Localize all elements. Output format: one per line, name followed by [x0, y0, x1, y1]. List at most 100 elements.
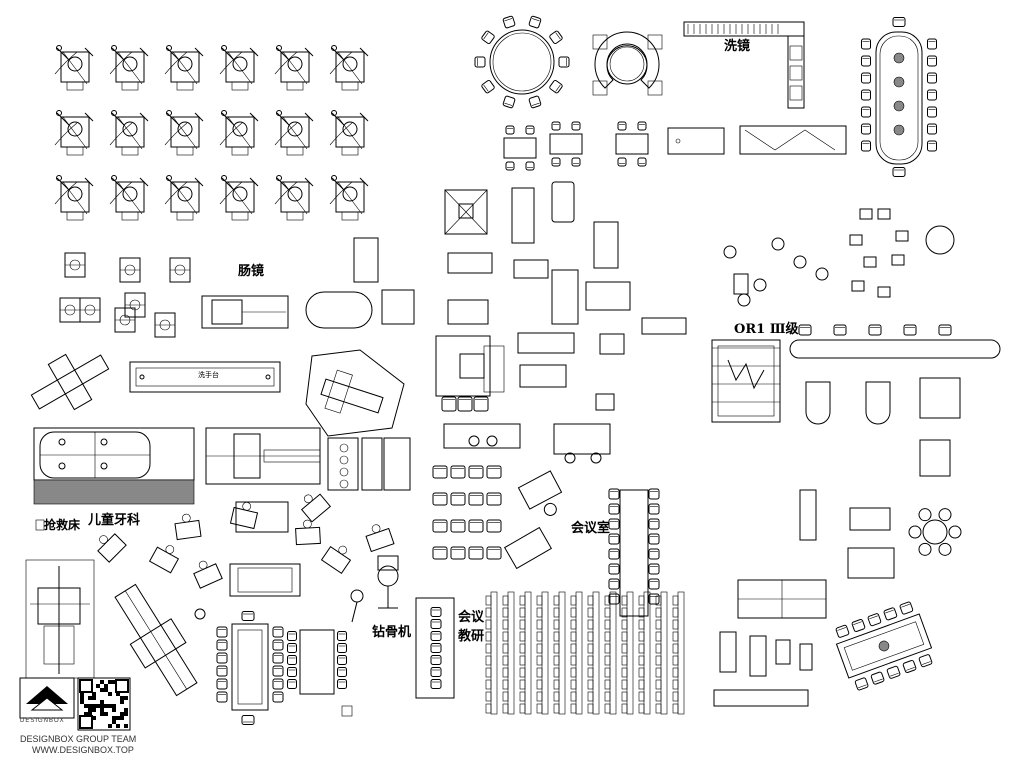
- long-tables-lower: [216, 611, 353, 725]
- round-table-10-seat: [474, 15, 570, 109]
- qr-module: [80, 700, 84, 704]
- qr-module: [84, 704, 88, 708]
- qr-module: [88, 704, 92, 708]
- dental-chairs-lower: [97, 493, 395, 597]
- label-or-level3: OR1 Ⅲ级: [734, 322, 799, 337]
- meeting-hall-grid: [713, 507, 895, 707]
- endoscope-and-counters: [30, 237, 415, 437]
- qr-module: [112, 708, 116, 712]
- qr-module: [108, 704, 112, 708]
- qr-module: [112, 704, 116, 708]
- lecture-hall-rows: [415, 591, 685, 715]
- qr-module: [116, 692, 120, 696]
- conference-table-angled: [835, 601, 933, 691]
- medical-device-block: [119, 257, 141, 283]
- qr-module: [100, 704, 104, 708]
- qr-module: [120, 696, 124, 700]
- operating-table: [25, 559, 206, 697]
- meeting-desk: [503, 526, 553, 570]
- rescue-bed-and-counter: [33, 427, 411, 531]
- round-tables: [474, 15, 663, 109]
- qr-finder: [79, 715, 93, 729]
- qr-module: [92, 692, 96, 696]
- label-gastroscope: 肠镜: [238, 264, 265, 279]
- wash-counter: [683, 21, 805, 109]
- medical-device-block: [114, 307, 136, 333]
- dental-unit-block: [329, 45, 369, 91]
- label-bone-drill: 钻骨机: [372, 625, 412, 640]
- qr-module: [100, 708, 104, 712]
- dental-unit-block: [329, 175, 369, 221]
- qr-module: [92, 704, 96, 708]
- meeting-desk: [517, 470, 563, 516]
- dental-unit-block: [109, 45, 149, 91]
- label-rescue-bed: 抢救床: [44, 518, 81, 532]
- qr-module: [104, 712, 108, 716]
- bone-drill: [350, 555, 399, 623]
- operating-room-block: [711, 324, 1001, 423]
- qr-module: [112, 716, 116, 720]
- label-washbasin: 洗手台: [198, 371, 219, 379]
- clinic-blocks: [723, 208, 962, 556]
- qr-module: [88, 696, 92, 700]
- brand-url: WWW.DESIGNBOX.TOP: [32, 745, 134, 755]
- qr-module: [100, 680, 104, 684]
- round-table-sofa: [592, 31, 663, 96]
- brand-name: DESIGNBOX GROUP TEAM: [20, 734, 137, 744]
- qr-module: [120, 712, 124, 716]
- label-wash-mirror: 洗镜: [724, 39, 751, 54]
- qr-module: [116, 716, 120, 720]
- qr-module: [124, 708, 128, 712]
- qr-module: [108, 724, 112, 728]
- qr-module: [80, 696, 84, 700]
- dental-unit-block: [329, 110, 369, 156]
- qr-module: [100, 712, 104, 716]
- qr-module: [88, 708, 92, 712]
- logo-mark-text: DESIGNBOX: [20, 718, 65, 724]
- meeting-chairs-grid: [432, 465, 660, 617]
- qr-module: [108, 692, 112, 696]
- qr-module: [104, 704, 108, 708]
- qr-finder: [79, 679, 93, 693]
- qr-module: [120, 716, 124, 720]
- medical-device-block: [79, 297, 101, 323]
- dental-unit-block: [219, 45, 259, 91]
- qr-module: [116, 724, 120, 728]
- qr-module: [100, 700, 104, 704]
- dental-unit-blocks: [54, 45, 369, 338]
- medical-device-block: [64, 252, 86, 278]
- qr-module: [100, 688, 104, 692]
- qr-module: [108, 680, 112, 684]
- label-meeting-room: 会议室: [571, 521, 611, 536]
- qr-module: [124, 712, 128, 716]
- dental-unit-block: [274, 110, 314, 156]
- label-meeting: 会议: [458, 610, 485, 625]
- medical-device-block: [59, 297, 81, 323]
- dental-unit-block: [274, 175, 314, 221]
- qr-module: [92, 708, 96, 712]
- dental-unit-block: [274, 45, 314, 91]
- qr-module: [88, 712, 92, 716]
- dental-unit-block: [219, 110, 259, 156]
- dental-unit-block: [54, 110, 94, 156]
- medical-device-block: [154, 312, 176, 338]
- designbox-logo-mark: [19, 677, 131, 731]
- qr-module: [96, 704, 100, 708]
- dental-unit-block: [219, 175, 259, 221]
- dental-unit-block: [54, 175, 94, 221]
- qr-module: [112, 680, 116, 684]
- qr-module: [104, 684, 108, 688]
- medical-device-block: [169, 257, 191, 283]
- label-child-dental: 儿童牙科: [88, 513, 141, 528]
- dental-unit-block: [109, 110, 149, 156]
- qr-module: [84, 712, 88, 716]
- qr-module: [124, 724, 128, 728]
- qr-module: [92, 716, 96, 720]
- qr-module: [120, 700, 124, 704]
- dental-unit-block: [164, 45, 204, 91]
- surgical-arm: [30, 353, 110, 411]
- qr-module: [96, 684, 100, 688]
- stretcher: [114, 583, 198, 697]
- label-teaching: 教研: [458, 629, 485, 644]
